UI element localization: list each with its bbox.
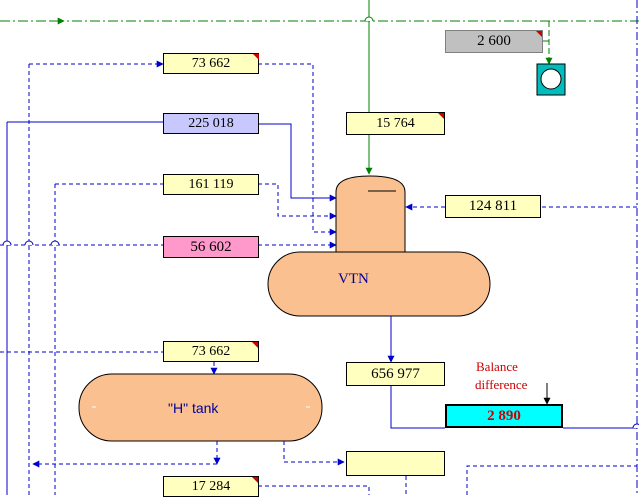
flag-green-feed <box>438 113 444 119</box>
value-box-green-feed[interactable]: 15 764 <box>346 112 445 135</box>
balance-label-line1: Balance <box>476 359 518 374</box>
hop-left-2 <box>24 240 34 246</box>
h-tank-label: "H" tank <box>168 400 219 416</box>
flag-top-feed <box>253 54 259 60</box>
vtn-tank <box>267 175 491 317</box>
value-box-pink-input[interactable]: 56 602 <box>163 236 259 258</box>
value-box-top-feed[interactable]: 73 662 <box>163 53 259 74</box>
vtn-tank-label: VTN <box>338 271 369 287</box>
h-tank <box>78 373 323 442</box>
balance-label-line2: difference <box>475 377 528 392</box>
value-box-161119[interactable]: 161 119 <box>163 174 259 195</box>
line-225018-to-vtn <box>258 123 337 202</box>
value-box-right-return[interactable]: 124 811 <box>445 195 541 218</box>
hop-right-428 <box>632 423 639 429</box>
value-box-blue-input[interactable]: 225 018 <box>163 113 259 134</box>
value-box-empty-output[interactable] <box>346 451 445 476</box>
line-bottom-right <box>466 465 637 495</box>
line-656977-to-right <box>390 386 445 429</box>
value-box-gray-top[interactable]: 2 600 <box>445 30 543 53</box>
flag-h-feed <box>252 342 258 348</box>
balance-difference-box[interactable]: 2 890 <box>445 404 563 428</box>
value-box-vtn-output[interactable]: 656 977 <box>346 362 445 386</box>
line-h-out-2 <box>283 441 345 466</box>
flow-meter-icon <box>536 63 566 96</box>
line-73662-to-vtn <box>258 63 337 236</box>
hop-left-1 <box>2 240 12 246</box>
value-box-bottom-output[interactable]: 17 284 <box>163 476 259 497</box>
line-161119-to-vtn <box>258 183 337 220</box>
flag-bottom-output <box>252 477 258 483</box>
line-bottom-17284 <box>258 485 370 495</box>
hop-left-3 <box>50 240 60 246</box>
green-crossing-hop <box>364 16 374 22</box>
value-box-h-feed[interactable]: 73 662 <box>163 341 259 362</box>
flag-gray-top <box>536 31 542 37</box>
